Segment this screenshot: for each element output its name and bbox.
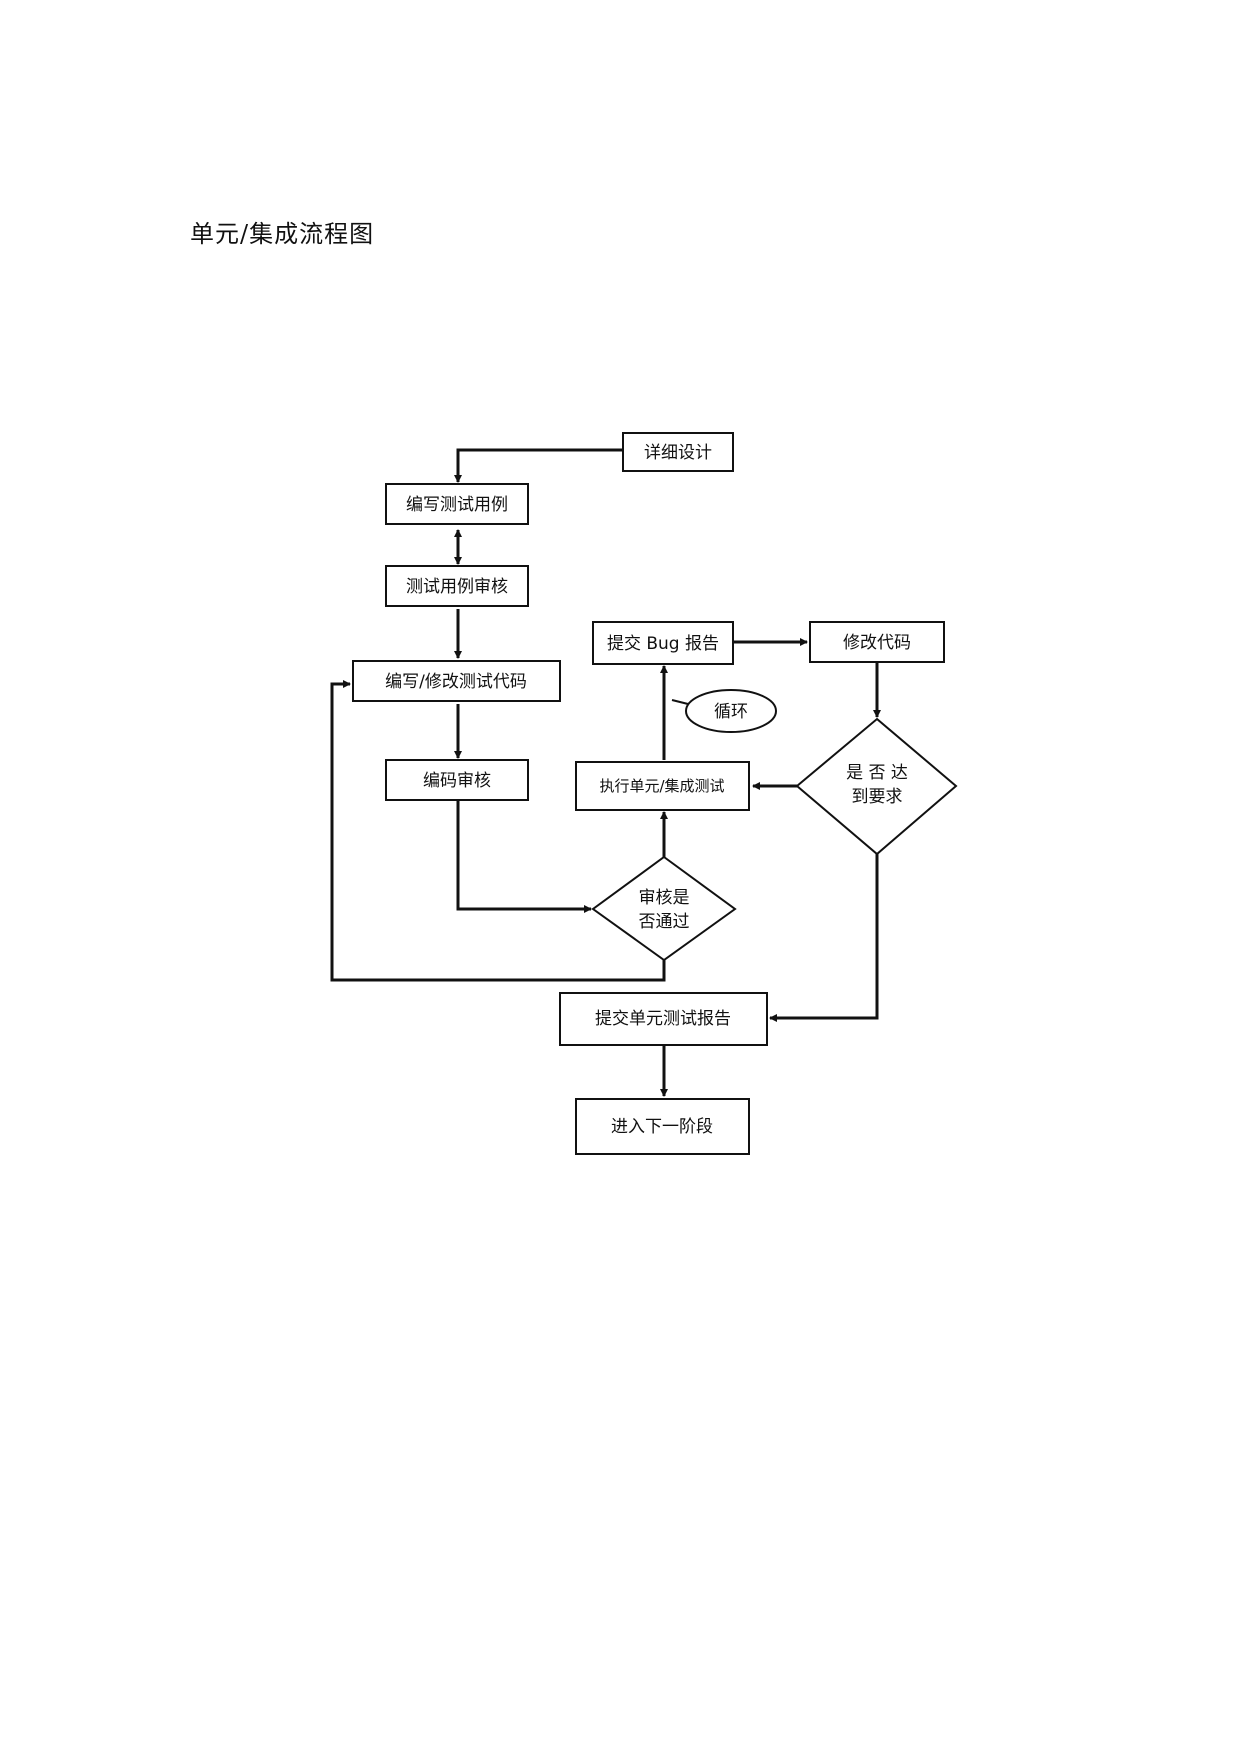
node-code-review: 编码审核 (385, 759, 529, 801)
node-write-test-cases: 编写测试用例 (385, 483, 529, 525)
node-review-passed-line1: 审核是 (639, 888, 690, 908)
node-next-stage-label: 进入下一阶段 (611, 1117, 713, 1137)
document-title: 单元/集成流程图 (190, 220, 375, 248)
node-meets-requirements-decision: 是 否 达 到要求 (795, 717, 958, 856)
edge-requirement-pass-to-report (769, 854, 879, 1022)
loop-callout: 循环 (685, 689, 777, 733)
edge-decision-fail-loop (330, 680, 666, 982)
node-modify-code-label: 修改代码 (843, 633, 911, 653)
node-meets-requirements-line2: 到要求 (852, 787, 903, 807)
node-detailed-design: 详细设计 (622, 432, 734, 472)
node-submit-unit-test-report-label: 提交单元测试报告 (595, 1009, 731, 1029)
node-submit-bug-report-label: 提交 Bug 报告 (607, 634, 719, 654)
node-review-passed-decision: 审核是 否通过 (591, 855, 737, 962)
node-write-test-cases-label: 编写测试用例 (406, 495, 508, 515)
node-submit-bug-report: 提交 Bug 报告 (592, 621, 734, 665)
node-submit-unit-test-report: 提交单元测试报告 (559, 992, 768, 1046)
node-test-case-review-label: 测试用例审核 (406, 577, 508, 597)
loop-callout-label: 循环 (714, 702, 748, 722)
edge-design-to-write-cases (454, 448, 623, 483)
node-code-review-label: 编码审核 (423, 771, 491, 791)
node-detailed-design-label: 详细设计 (644, 443, 712, 463)
node-execute-test: 执行单元/集成测试 (575, 761, 750, 811)
node-modify-code: 修改代码 (809, 621, 945, 663)
node-meets-requirements-line1: 是 否 达 (846, 763, 908, 783)
node-review-passed-line2: 否通过 (639, 912, 690, 932)
edge-code-review-to-decision (456, 800, 592, 913)
node-write-modify-test-code-label: 编写/修改测试代码 (385, 672, 527, 692)
node-write-modify-test-code: 编写/修改测试代码 (352, 660, 561, 702)
node-execute-test-label: 执行单元/集成测试 (599, 777, 724, 795)
node-test-case-review: 测试用例审核 (385, 565, 529, 607)
node-next-stage: 进入下一阶段 (575, 1098, 750, 1155)
